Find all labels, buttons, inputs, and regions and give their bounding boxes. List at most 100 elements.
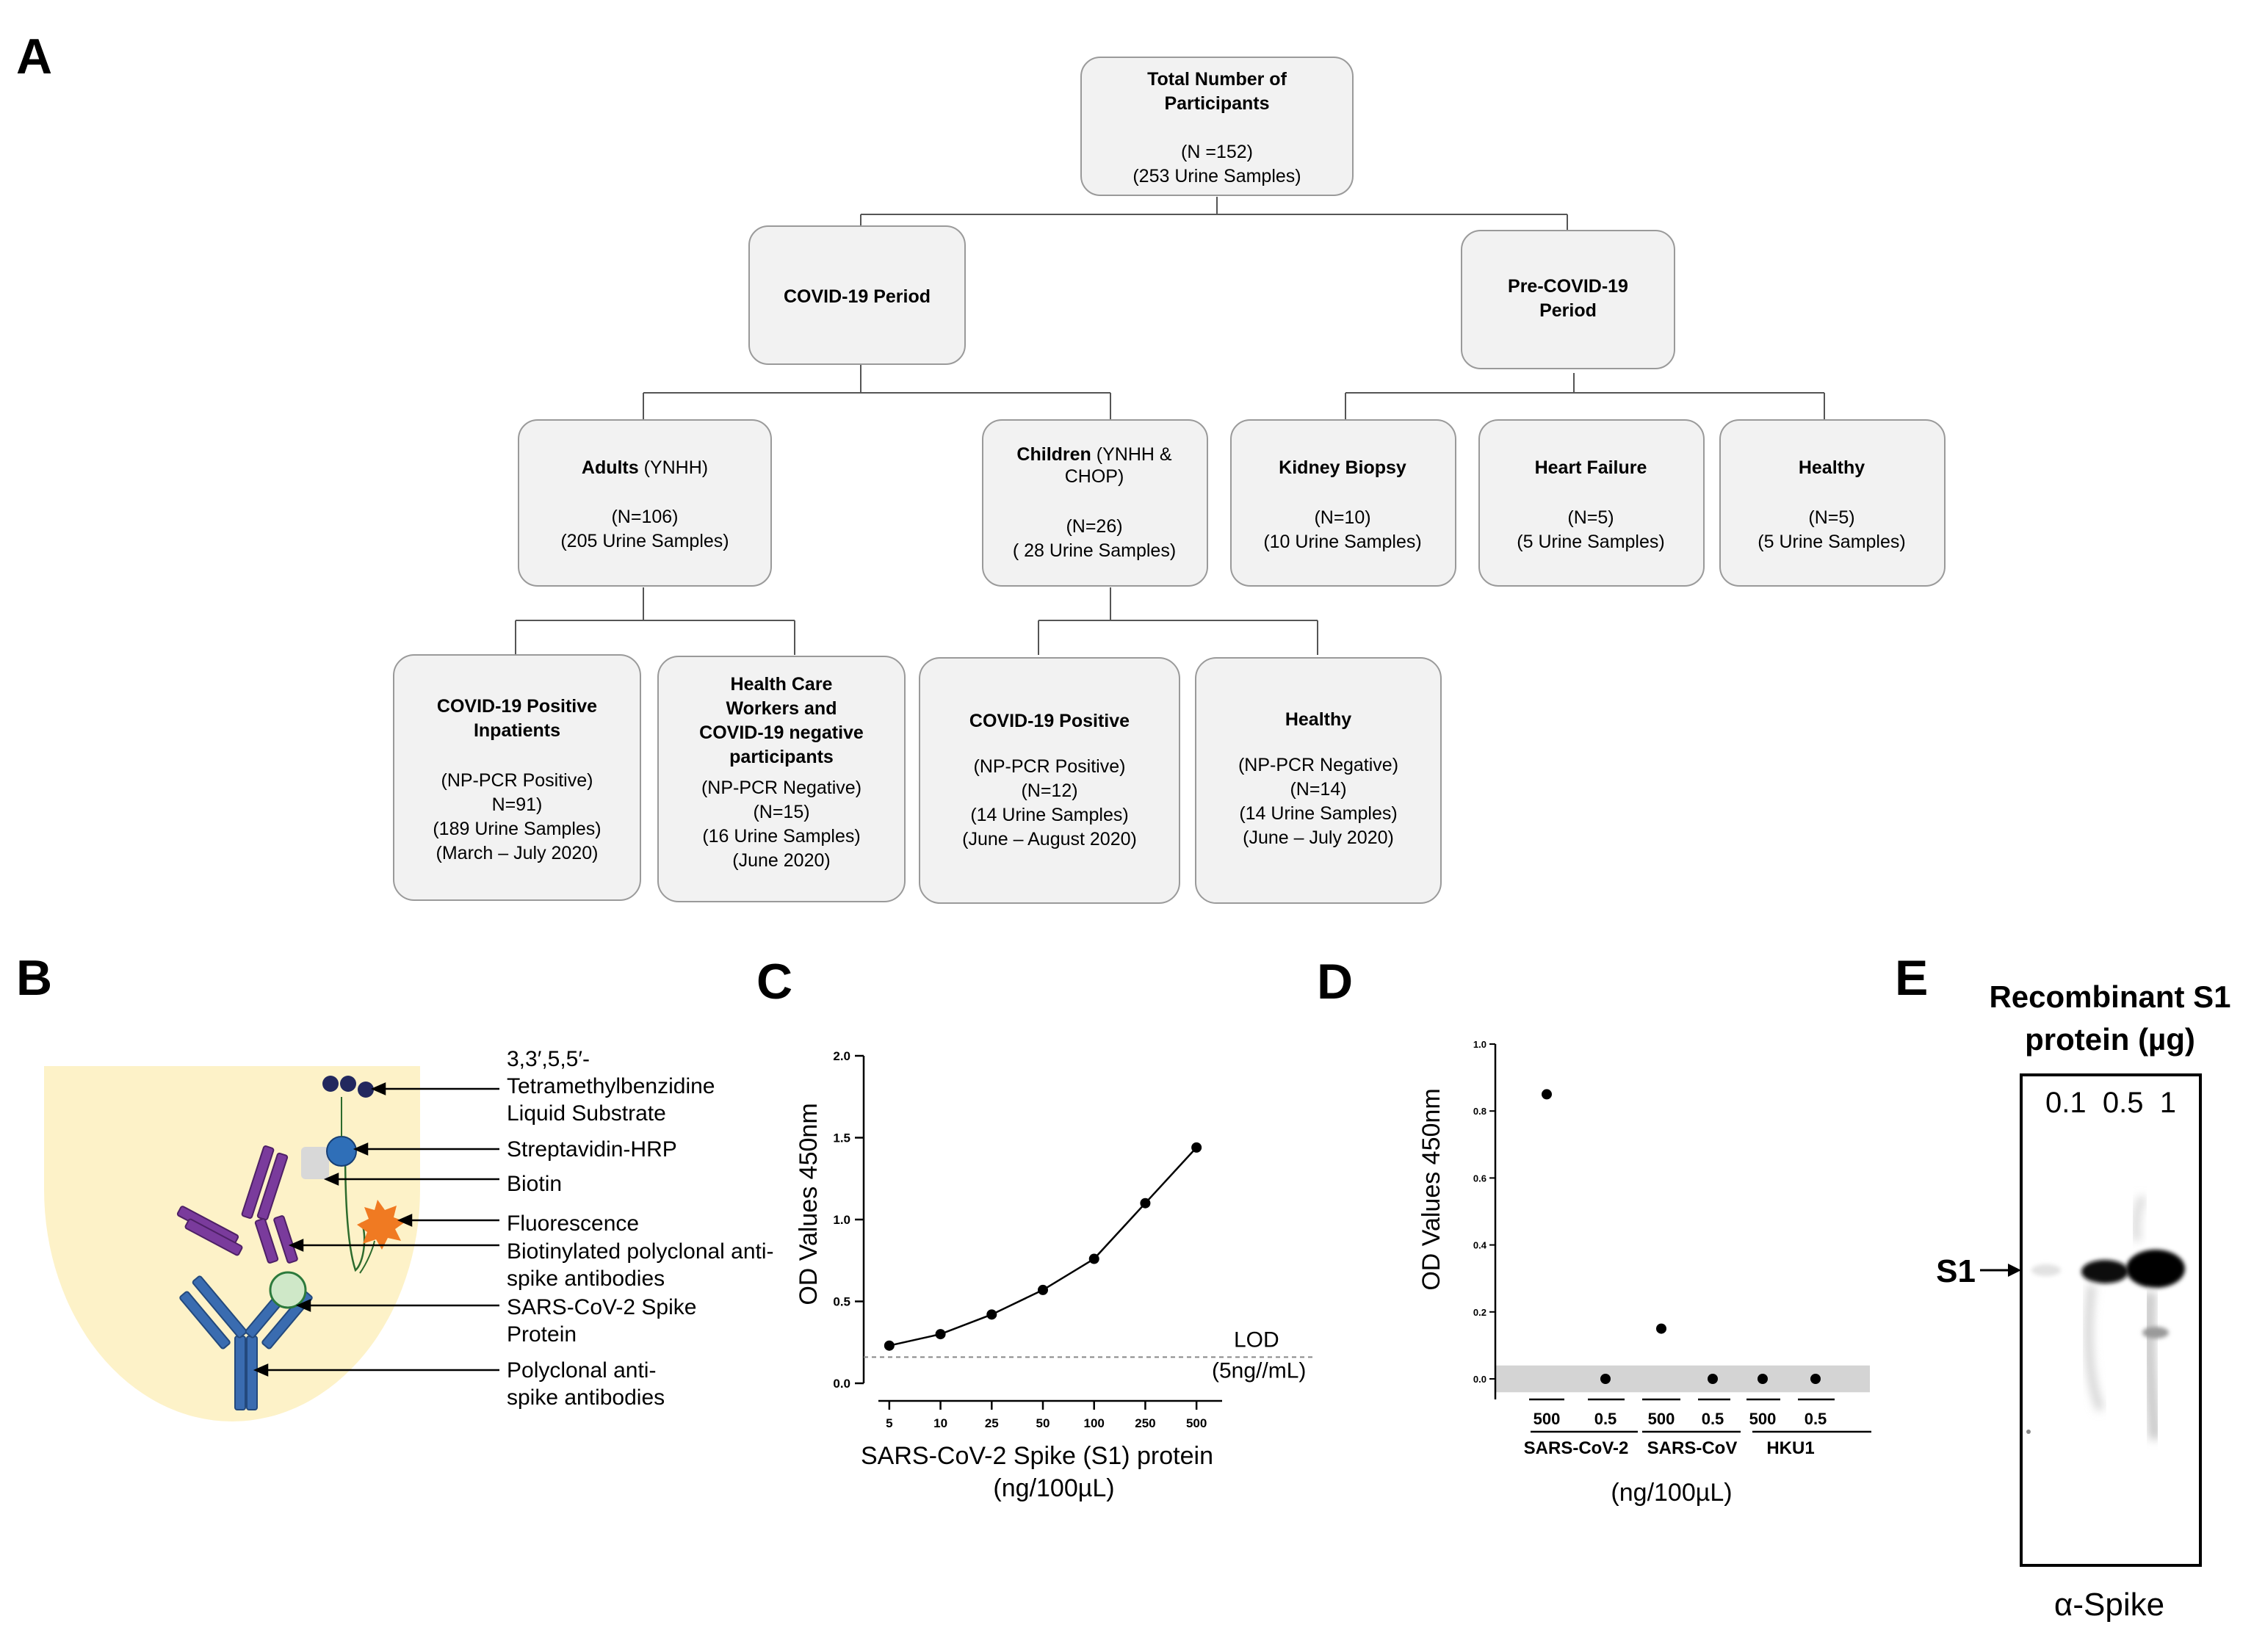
x-tick-label: 25 xyxy=(985,1416,999,1430)
panel-label-e: E xyxy=(1895,950,1928,1006)
flow-title: Participants xyxy=(1164,93,1269,114)
flow-line: (NP-PCR Positive) xyxy=(974,756,1126,777)
x-tick-label: 100 xyxy=(1084,1416,1105,1430)
x-tick-label: 500 xyxy=(1749,1410,1777,1428)
smear-lane-3-top xyxy=(2132,1195,2147,1242)
children-lines: (N=26)( 28 Urine Samples) xyxy=(1013,516,1176,561)
flow-line: (N=5) xyxy=(1567,507,1614,528)
box-healthy-pre xyxy=(1719,419,1946,587)
x-tick-label: 500 xyxy=(1648,1410,1675,1428)
y-axis-label: OD Values 450nm xyxy=(795,1103,823,1305)
blot-membrane xyxy=(2020,1073,2202,1567)
y-tick-label: 0.0 xyxy=(833,1377,850,1391)
flow-title: Healthy xyxy=(1285,709,1351,730)
box-covid-period xyxy=(748,225,966,365)
flow-line: (253 Urine Samples) xyxy=(1132,166,1301,186)
connector xyxy=(1345,373,1825,420)
flow-line: N=91) xyxy=(492,794,543,815)
band-lane-3 xyxy=(2126,1250,2185,1288)
flow-line: (5 Urine Samples) xyxy=(1517,532,1664,552)
schematic-label: Biotin xyxy=(507,1172,562,1196)
flow-title: COVID-19 Period xyxy=(784,286,931,307)
data-point xyxy=(1038,1284,1048,1295)
box-hcw xyxy=(657,656,906,902)
schematic-label: Fluorescence xyxy=(507,1211,639,1236)
box-kidney-biopsy xyxy=(1230,419,1456,587)
tmb-molecule xyxy=(340,1076,356,1092)
x-tick-label: 5 xyxy=(886,1416,892,1430)
box-heart-failure xyxy=(1478,419,1705,587)
data-point xyxy=(1542,1089,1552,1100)
panel-label-b: B xyxy=(16,950,52,1006)
data-point xyxy=(1088,1253,1099,1264)
data-point xyxy=(1191,1142,1202,1153)
children-title-line2: CHOP) xyxy=(1065,466,1124,487)
blot-speck xyxy=(2026,1430,2031,1434)
minor-band-lane-3 xyxy=(2142,1327,2169,1338)
box-child-positive xyxy=(919,657,1180,904)
flow-line: (N =152) xyxy=(1181,142,1253,162)
flow-title: Healthy xyxy=(1799,457,1865,478)
blot-title-line2: protein (µg) xyxy=(2025,1022,2195,1057)
x-axis-label-units: (ng/100µL) xyxy=(993,1474,1114,1502)
data-point xyxy=(1656,1323,1666,1334)
spike-protein-icon xyxy=(269,1271,307,1309)
tmb-molecule xyxy=(322,1076,339,1092)
flow-line: ( 28 Urine Samples) xyxy=(1013,540,1176,561)
fluorescence-linker xyxy=(359,1240,375,1274)
background-band xyxy=(1495,1365,1870,1393)
heart-text: Heart Failure(N=5)(5 Urine Samples) xyxy=(1517,457,1664,552)
panel-label-c: C xyxy=(756,954,792,1010)
child-healthy-text: Healthy(NP-PCR Negative)(N=14)(14 Urine … xyxy=(1238,709,1398,848)
flow-line: (205 Urine Samples) xyxy=(560,531,729,551)
box-adults xyxy=(518,419,772,587)
flow-title: Health Care xyxy=(731,674,833,695)
band-lane-2 xyxy=(2081,1260,2128,1283)
band-lane-1 xyxy=(2031,1264,2061,1276)
data-point xyxy=(935,1329,946,1340)
x-tick-label: 0.5 xyxy=(1594,1410,1617,1428)
flow-line: (14 Urine Samples) xyxy=(1239,803,1397,824)
box-total-participants xyxy=(1080,57,1354,196)
flow-line: (N=106) xyxy=(611,507,678,527)
data-point xyxy=(1600,1374,1611,1384)
flow-title: COVID-19 Positive xyxy=(437,696,597,717)
flow-line: (5 Urine Samples) xyxy=(1758,532,1905,552)
blot-antibody-label: α-Spike xyxy=(2054,1587,2164,1623)
schematic-label: Protein xyxy=(507,1322,577,1347)
lod-label: LOD xyxy=(1234,1327,1279,1352)
group-label: SARS-CoV xyxy=(1647,1438,1738,1458)
adults-title: Adults (YNHH) xyxy=(582,457,708,478)
box-covid-period-text: COVID-19 Period xyxy=(784,286,931,307)
connector xyxy=(515,587,795,655)
smear-lane-2 xyxy=(2085,1284,2104,1411)
flow-line: (June 2020) xyxy=(732,850,830,871)
healthy-pre-text: Healthy(N=5)(5 Urine Samples) xyxy=(1758,457,1905,552)
y-tick-label: 1.0 xyxy=(1473,1039,1486,1050)
data-point xyxy=(1810,1374,1821,1384)
connector xyxy=(1038,587,1318,655)
tmb-molecule xyxy=(358,1082,374,1098)
flow-title: Pre-COVID-19 xyxy=(1508,276,1628,297)
biotin-icon xyxy=(301,1147,329,1179)
schematic-label: SARS-CoV-2 Spike xyxy=(507,1295,696,1319)
y-axis-label: OD Values 450nm xyxy=(1417,1088,1445,1290)
schematic-label: Tetramethylbenzidine xyxy=(507,1074,715,1098)
western-blot: Recombinant S1 protein (µg) 0.1 0.5 1 S1… xyxy=(1936,979,2230,1623)
group-label: SARS-CoV-2 xyxy=(1524,1438,1629,1458)
flow-line: (NP-PCR Negative) xyxy=(1238,755,1398,775)
detection-antibody-icon xyxy=(176,1145,298,1264)
box-pre-covid-period xyxy=(1461,230,1675,369)
schematic-label: spike antibodies xyxy=(507,1385,665,1410)
series-line xyxy=(889,1147,1198,1347)
blot-lane-labels: 0.1 0.5 1 xyxy=(2045,1087,2176,1119)
children-title: Children (YNHH & xyxy=(1016,444,1171,465)
panel-label-a: A xyxy=(16,29,52,84)
panel-label-d: D xyxy=(1317,954,1353,1010)
